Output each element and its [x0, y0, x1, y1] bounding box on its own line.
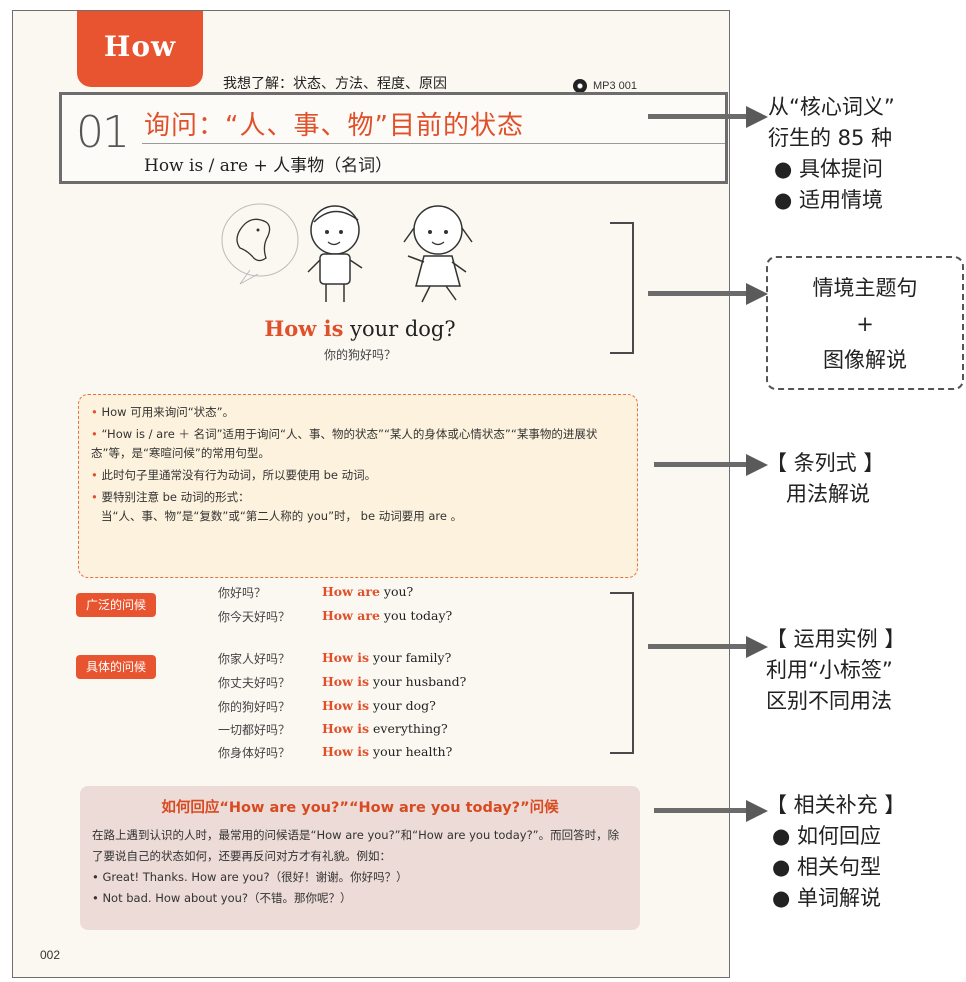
example-row: 你身体好吗？How is your health? [218, 744, 453, 760]
bracket-examples [610, 592, 634, 754]
supplement-box: 如何回应“How are you?”“How are you today?”问候… [80, 786, 640, 930]
cd-icon [573, 79, 587, 93]
note-item: • How 可用来询问“状态”。 [91, 405, 235, 419]
annotation-examples: 【 运用实例 】 利用“小标签” 区别不同用法 [766, 627, 906, 713]
audio-track: MP3 001 [593, 80, 638, 92]
annotation-scene: 情境主题句 + 图像解说 [812, 276, 918, 372]
title-text: 询问：“人、事、物”目前的状态 [144, 111, 524, 141]
arrow-line-5 [654, 808, 748, 813]
arrow-line-2 [648, 291, 748, 296]
arrow-head-3 [746, 454, 768, 476]
note-item: • “How is / are ＋ 名词”适用于询问“人、事、物的状态”“某人的… [91, 427, 598, 460]
audio-label[interactable]: MP3 001 [573, 79, 637, 93]
example-row: 你今天好吗？How are you today? [218, 608, 453, 624]
annotation-supplement: 【 相关补充 】 ● 如何回应 ● 相关句型 ● 单词解说 [766, 793, 906, 910]
page-number: 002 [40, 948, 61, 962]
main-translation: 你的狗好吗？ [323, 348, 396, 362]
main-sentence-rest: your dog? [343, 317, 456, 341]
main-sentence: How is your dog? [200, 316, 520, 341]
bracket-illustration [610, 222, 634, 354]
note-item: • 此时句子里通常没有行为动词，所以要使用 be 动词。 [91, 468, 377, 482]
arrow-line-3 [654, 462, 748, 467]
arrow-head-5 [746, 800, 768, 822]
main-sentence-em: How is [264, 316, 344, 341]
annotation-core-meaning: 从“核心词义” 衍生的 85 种 ● 具体提问 ● 适用情境 [768, 95, 895, 212]
supplement-body: 在路上遇到认识的人时，最常用的问候语是“How are you?”和“How a… [92, 828, 620, 863]
example-row: 你家人好吗？How is your family? [218, 650, 452, 666]
example-row: 你好吗？How are you? [218, 584, 414, 600]
cartoon-illustration [221, 203, 473, 303]
example-row: 一切都好吗？How is everything? [218, 721, 448, 737]
title-pattern: How is / are + 人事物（名词） [144, 156, 393, 176]
arrow-head-4 [746, 636, 768, 658]
title-divider [142, 143, 725, 144]
tag-general-greeting: 广泛的问候 [76, 593, 157, 617]
note-item: 当“人、事、物”是“复数”或“第二人称的 you”时， be 动词要用 are … [101, 509, 463, 523]
supplement-title: 如何回应“How are you?”“How are you today?”问候 [161, 800, 559, 816]
arrow-line-4 [648, 644, 748, 649]
example-row: 你的狗好吗？How is your dog? [218, 698, 436, 714]
arrow-head-1 [746, 106, 768, 128]
annotation-list-notes: 【 条列式 】 用法解说 [766, 451, 885, 506]
title-number: 01 [76, 107, 130, 158]
arrow-head-2 [746, 283, 768, 305]
supplement-item: • Not bad. How about you?（不错。那你呢？） [92, 891, 352, 905]
title-box: 01 询问：“人、事、物”目前的状态 How is / are + 人事物（名词… [59, 92, 728, 184]
section-subtitle: 我想了解：状态、方法、程度、原因 [223, 76, 447, 92]
note-item: • 要特别注意 be 动词的形式： [91, 490, 250, 504]
arrow-line-1 [648, 114, 748, 119]
how-tab: How [77, 11, 203, 87]
supplement-item: • Great! Thanks. How are you?（很好！谢谢。你好吗？… [92, 870, 408, 884]
usage-notes: • How 可用来询问“状态”。 • “How is / are ＋ 名词”适用… [78, 394, 638, 578]
example-row: 你丈夫好吗？How is your husband? [218, 674, 467, 690]
tag-specific-greeting: 具体的问候 [76, 655, 157, 679]
annotation-box-scene [766, 256, 964, 390]
